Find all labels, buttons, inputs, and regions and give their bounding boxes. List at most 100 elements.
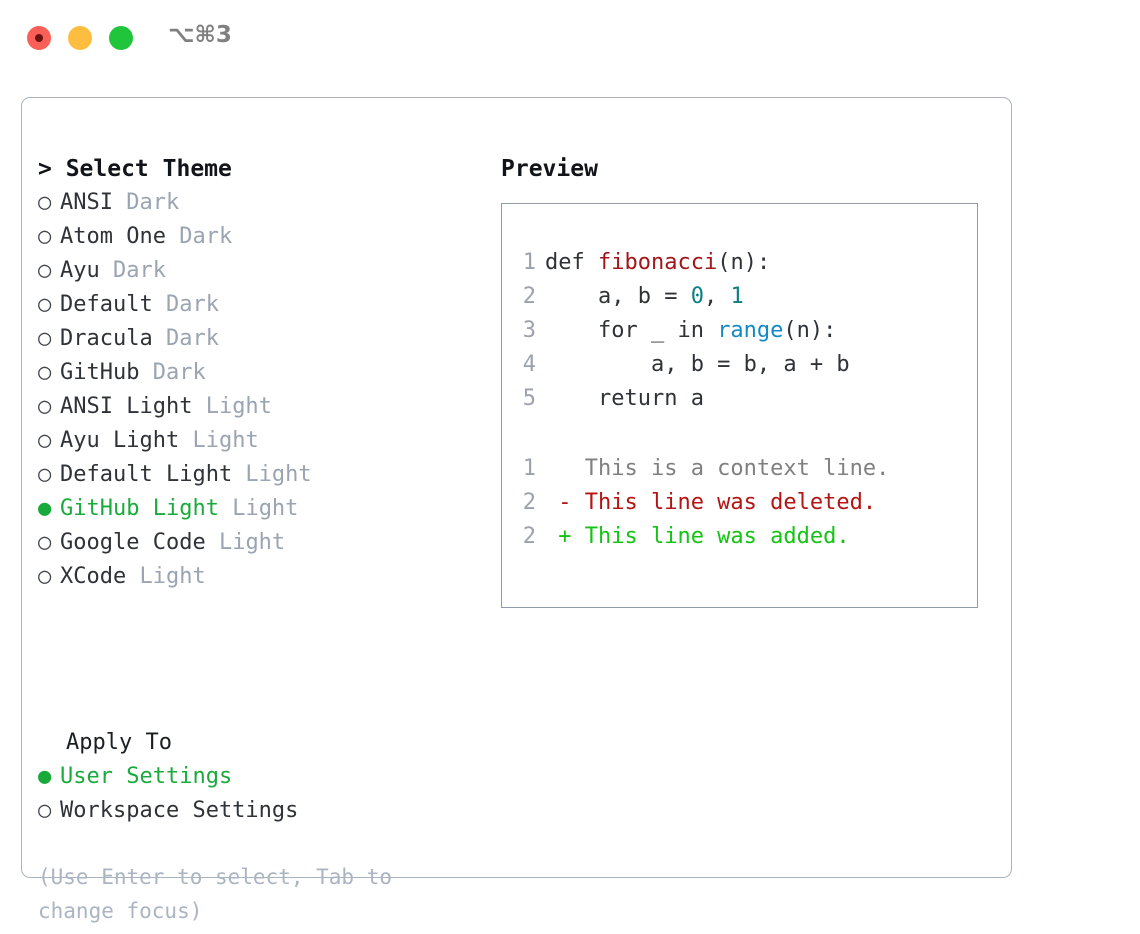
theme-item-variant: Dark (139, 360, 206, 385)
keyboard-hint-text: (Use Enter to select, Tab to change focu… (38, 865, 405, 923)
theme-item-name: Ayu (60, 258, 100, 283)
theme-item-variant: Light (192, 394, 272, 419)
theme-item-name: Dracula (60, 326, 153, 351)
theme-item-name: Default (60, 292, 153, 317)
preview-column: Preview (501, 152, 1001, 186)
theme-item-variant: Light (205, 530, 286, 555)
theme-list-item[interactable]: ○Atom One Dark (38, 220, 478, 254)
theme-list-item[interactable]: ○ XCode Light (38, 560, 478, 594)
theme-item-variant: Dark (152, 292, 219, 317)
apply-to-heading: Apply To (66, 730, 172, 755)
code-line: 1 def fibonacci(n): (514, 246, 964, 280)
radio-unselected-icon: ○ (38, 428, 52, 453)
theme-list-item[interactable]: ○ Ayu Light Light (38, 424, 478, 458)
code-token-plain: , (703, 284, 731, 309)
code-token-kw: def (545, 250, 598, 275)
theme-selection-column: > Select Theme ○ANSI Dark○Atom One Dark○… (38, 152, 478, 594)
radio-unselected-icon: ○ (38, 258, 52, 283)
code-token-plain: (n): (717, 250, 771, 275)
theme-list-item[interactable]: ○ Ayu Dark (38, 254, 478, 288)
code-line-number: 3 (522, 318, 536, 343)
code-line-number: 5 (522, 386, 536, 411)
theme-list: ○ANSI Dark○Atom One Dark○Ayu Dark○Defaul… (38, 186, 478, 594)
theme-item-variant: Dark (112, 190, 180, 215)
code-token-kw: for _ in (545, 318, 718, 343)
apply-to-option[interactable]: ●User Settings (38, 760, 478, 794)
code-token-kw: return a (545, 386, 704, 411)
radio-unselected-icon: ○ (38, 326, 52, 351)
code-token-num: 1 (730, 284, 744, 309)
radio-selected-icon: ● (38, 764, 52, 789)
select-theme-heading: > Select Theme (38, 156, 232, 182)
theme-item-variant: Dark (152, 326, 219, 351)
code-line-number: 4 (522, 352, 536, 377)
theme-list-item[interactable]: ○ GitHub Dark (38, 356, 478, 390)
theme-picker-panel: > Select Theme ○ANSI Dark○Atom One Dark○… (21, 97, 1012, 923)
code-line-number: 2 (522, 284, 536, 309)
theme-list-item[interactable]: ●GitHub Light Light (38, 492, 478, 526)
radio-unselected-icon: ○ (38, 394, 52, 419)
theme-item-name: GitHub Light (60, 496, 219, 521)
theme-item-variant: Dark (99, 258, 166, 283)
maximize-window-button[interactable] (109, 26, 133, 50)
theme-list-item[interactable]: ○ Google Code Light (38, 526, 478, 560)
diff-sample: 1 This is a context line.2 - This line w… (514, 452, 964, 554)
theme-item-name: ANSI Light (60, 394, 193, 419)
apply-to-list: ●User Settings○Workspace Settings (38, 760, 478, 828)
code-line: 4 a, b = b, a + b (514, 348, 964, 382)
diff-line-text: + This line was added. (545, 524, 850, 549)
window-titlebar: ⌥⌘3 (0, 0, 1140, 78)
theme-list-item[interactable]: ○ Default Dark (38, 288, 478, 322)
theme-list-item[interactable]: ○ Dracula Dark (38, 322, 478, 356)
diff-line: 2 + This line was added. (514, 520, 964, 554)
theme-item-name: ANSI (60, 190, 113, 215)
keyboard-shortcut-label: ⌥⌘3 (168, 22, 232, 48)
close-window-button[interactable] (27, 26, 51, 50)
code-token-plain: a, b = (545, 284, 691, 309)
window-controls (27, 26, 133, 50)
apply-to-option[interactable]: ○Workspace Settings (38, 794, 478, 828)
diff-line-number: 2 (522, 524, 536, 549)
diff-line-text: - This line was deleted. (545, 490, 877, 515)
theme-list-item[interactable]: ○ Default Light Light (38, 458, 478, 492)
theme-item-name: GitHub (60, 360, 140, 385)
code-token-plain: a, b = b, a + b (545, 352, 850, 377)
minimize-window-button[interactable] (68, 26, 92, 50)
theme-item-name: Google Code (60, 530, 206, 555)
theme-item-variant: Dark (165, 224, 233, 249)
radio-unselected-icon: ○ (38, 564, 52, 589)
code-line: 5 return a (514, 382, 964, 416)
diff-line-number: 1 (522, 456, 536, 481)
apply-to-section: Apply To ●User Settings○Workspace Settin… (38, 726, 478, 828)
theme-item-name: XCode (60, 564, 127, 589)
theme-item-variant: Light (218, 496, 299, 521)
code-token-fn: fibonacci (597, 250, 718, 275)
diff-line: 1 This is a context line. (514, 452, 964, 486)
radio-unselected-icon: ○ (38, 224, 52, 249)
code-token-num: 0 (690, 284, 704, 309)
code-line-number: 1 (522, 250, 536, 275)
diff-line-text: This is a context line. (545, 456, 890, 481)
theme-list-item[interactable]: ○ ANSI Dark (38, 186, 478, 220)
radio-unselected-icon: ○ (38, 798, 52, 823)
preview-heading: Preview (501, 156, 598, 182)
radio-unselected-icon: ○ (38, 360, 52, 385)
theme-item-variant: Light (126, 564, 206, 589)
radio-unselected-icon: ○ (38, 190, 52, 215)
theme-item-variant: Light (232, 462, 312, 487)
diff-line-number: 2 (522, 490, 536, 515)
radio-unselected-icon: ○ (38, 292, 52, 317)
theme-item-name: Default Light (60, 462, 233, 487)
diff-line: 2 - This line was deleted. (514, 486, 964, 520)
theme-item-variant: Light (179, 428, 259, 453)
code-line: 3 for _ in range(n): (514, 314, 964, 348)
code-token-plain: (n): (783, 318, 837, 343)
radio-unselected-icon: ○ (38, 530, 52, 555)
radio-unselected-icon: ○ (38, 462, 52, 487)
theme-list-item[interactable]: ○ ANSI Light Light (38, 390, 478, 424)
theme-item-name: Ayu Light (60, 428, 180, 453)
code-line: 2 a, b = 0, 1 (514, 280, 964, 314)
